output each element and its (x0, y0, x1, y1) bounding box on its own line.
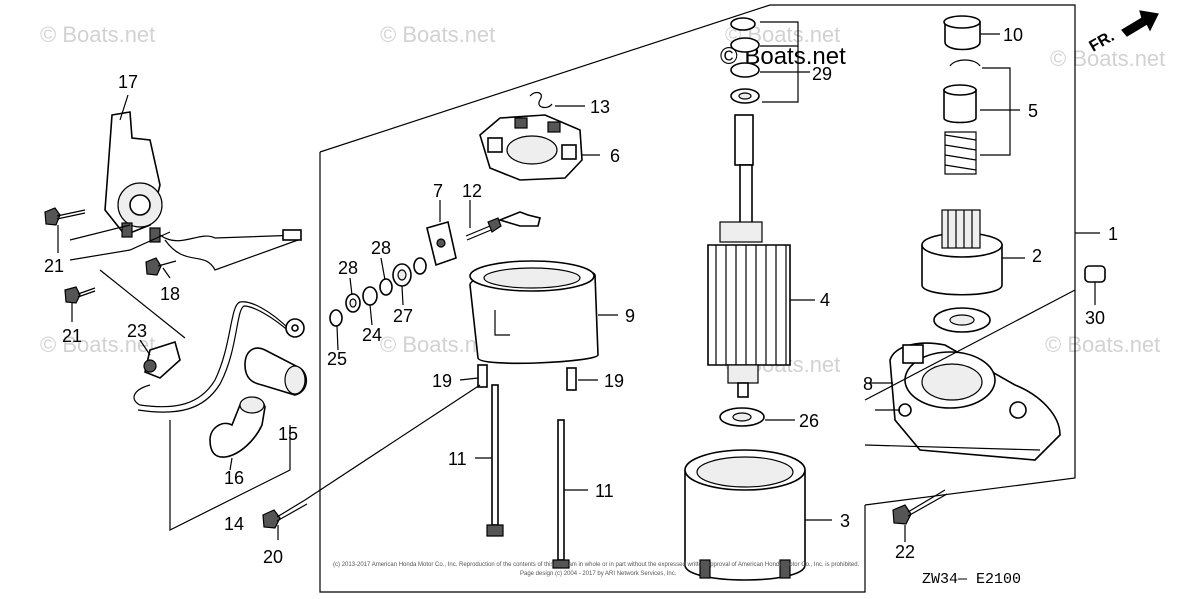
bolt-20 (262, 499, 308, 529)
callout-label: 19 (432, 371, 452, 391)
callout-label: 20 (263, 547, 283, 567)
callout-label: 28 (371, 238, 391, 258)
diagram-code: ZW34— E2100 (922, 571, 1021, 588)
watermark: © Boats.net (40, 332, 155, 357)
callout-label: 30 (1085, 308, 1105, 328)
callout-label: 29 (812, 64, 832, 84)
page-design-notice: Page design (c) 2004 - 2017 by ARI Netwo… (520, 571, 677, 577)
callout-label: 1 (1108, 224, 1118, 244)
callout-label: 10 (1003, 25, 1023, 45)
bolt-22 (892, 489, 948, 542)
spring-assembly-5 (943, 59, 1020, 175)
callout-label: 16 (224, 468, 244, 488)
through-bolts-11 (486, 384, 570, 569)
watermark: © Boats.net (380, 22, 495, 47)
callout-label: 24 (362, 325, 382, 345)
callout-label: 11 (448, 449, 467, 469)
callout-label: 21 (62, 326, 82, 346)
callout-label: 9 (625, 306, 635, 326)
pin-30 (1084, 265, 1106, 305)
screw-12 (465, 211, 541, 241)
callout-labels: 1 2 3 4 5 6 7 8 9 10 11 11 12 13 14 15 1… (44, 25, 1118, 567)
watermark: © Boats.net (1045, 332, 1160, 357)
armature-4 (707, 114, 815, 398)
terminal-boot-15 (244, 347, 308, 396)
left-leader-lines (57, 94, 291, 540)
callout-label: 28 (338, 258, 358, 278)
callout-label: 25 (327, 349, 347, 369)
bolt-21-upper (44, 207, 86, 226)
front-housing-8 (870, 342, 1061, 461)
bolt-21-lower (64, 286, 96, 304)
callout-label: 2 (1032, 246, 1042, 266)
callout-label: 18 (160, 284, 180, 304)
watermark: © Boats.net (40, 22, 155, 47)
callout-label: 22 (895, 542, 915, 562)
watermark: © Boats.net (1050, 46, 1165, 71)
callout-label: 27 (393, 306, 413, 326)
callout-label: 6 (610, 146, 620, 166)
callout-label: 11 (595, 481, 614, 501)
callout-label: 14 (224, 514, 244, 534)
spring-13 (529, 91, 553, 109)
callout-label: 8 (863, 374, 873, 394)
terminal-boot-16 (209, 396, 266, 458)
yoke-cover-9 (469, 260, 599, 365)
callout-label: 3 (840, 511, 850, 531)
washer-26 (719, 407, 795, 427)
screws-19 (477, 364, 577, 391)
brush-holder-6 (479, 114, 583, 181)
starter-relay-bracket (104, 111, 302, 271)
front-arrow-icon (1121, 10, 1159, 37)
callout-label: 21 (44, 256, 64, 276)
pinion-gear-2 (921, 209, 1025, 296)
washer-stack-29 (730, 17, 810, 104)
callout-label: 7 (433, 181, 443, 201)
callout-label: 4 (820, 290, 830, 310)
callout-label: 15 (278, 424, 298, 444)
yoke-3 (684, 449, 832, 581)
washer-plate (933, 307, 991, 333)
callout-label: 26 (799, 411, 819, 431)
middle-leader-lines (304, 105, 618, 501)
callout-label: 19 (604, 371, 624, 391)
bolt-18 (145, 257, 177, 276)
watermark-layer: © Boats.net © Boats.net © Boats.net © Bo… (40, 22, 1165, 377)
cable-assembly (133, 301, 305, 413)
plate-7 (426, 220, 457, 267)
callout-label: 23 (127, 321, 147, 341)
cap-10 (943, 15, 1000, 51)
copyright-notice: (c) 2013-2017 American Honda Motor Co., … (333, 562, 860, 568)
callout-label: 5 (1028, 101, 1038, 121)
callout-label: 13 (590, 97, 610, 117)
right-leader-lines (864, 289, 1076, 451)
callout-label: 17 (118, 72, 138, 92)
assembly-boundary (319, 4, 1100, 593)
callout-label: 12 (462, 181, 482, 201)
